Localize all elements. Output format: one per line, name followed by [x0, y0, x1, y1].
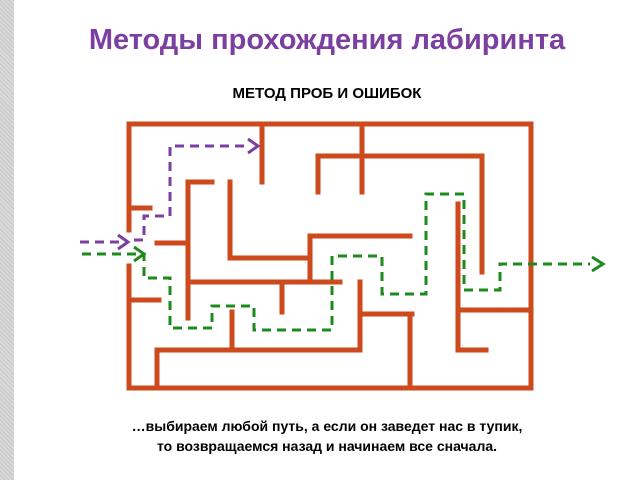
slide-subtitle: МЕТОД ПРОБ И ОШИБОК [232, 85, 422, 102]
trial-path-dead-end [80, 144, 250, 244]
slide-caption: …выбираем любой путь, а если он заведет … [14, 416, 640, 456]
trial-path-end-arrowhead [247, 137, 261, 155]
slide-title: Методы прохождения лабиринта [88, 24, 566, 56]
trial-path-arrowheads [117, 137, 261, 251]
solution-path-entry-arrowhead [133, 245, 147, 263]
solution-route [82, 192, 590, 332]
trial-path-branch [134, 144, 250, 242]
solution-path [82, 192, 590, 332]
maze-walls [126, 121, 534, 391]
slide-side-strip [0, 0, 14, 480]
solution-path-arrowheads [133, 245, 606, 273]
solution-path-exit-arrowhead [591, 255, 606, 273]
caption-line-2: то возвращаемся назад и начинаем все сна… [156, 438, 498, 454]
trial-path-arrowhead [117, 233, 131, 251]
caption-line-1: …выбираем любой путь, а если он заведет … [131, 418, 523, 434]
